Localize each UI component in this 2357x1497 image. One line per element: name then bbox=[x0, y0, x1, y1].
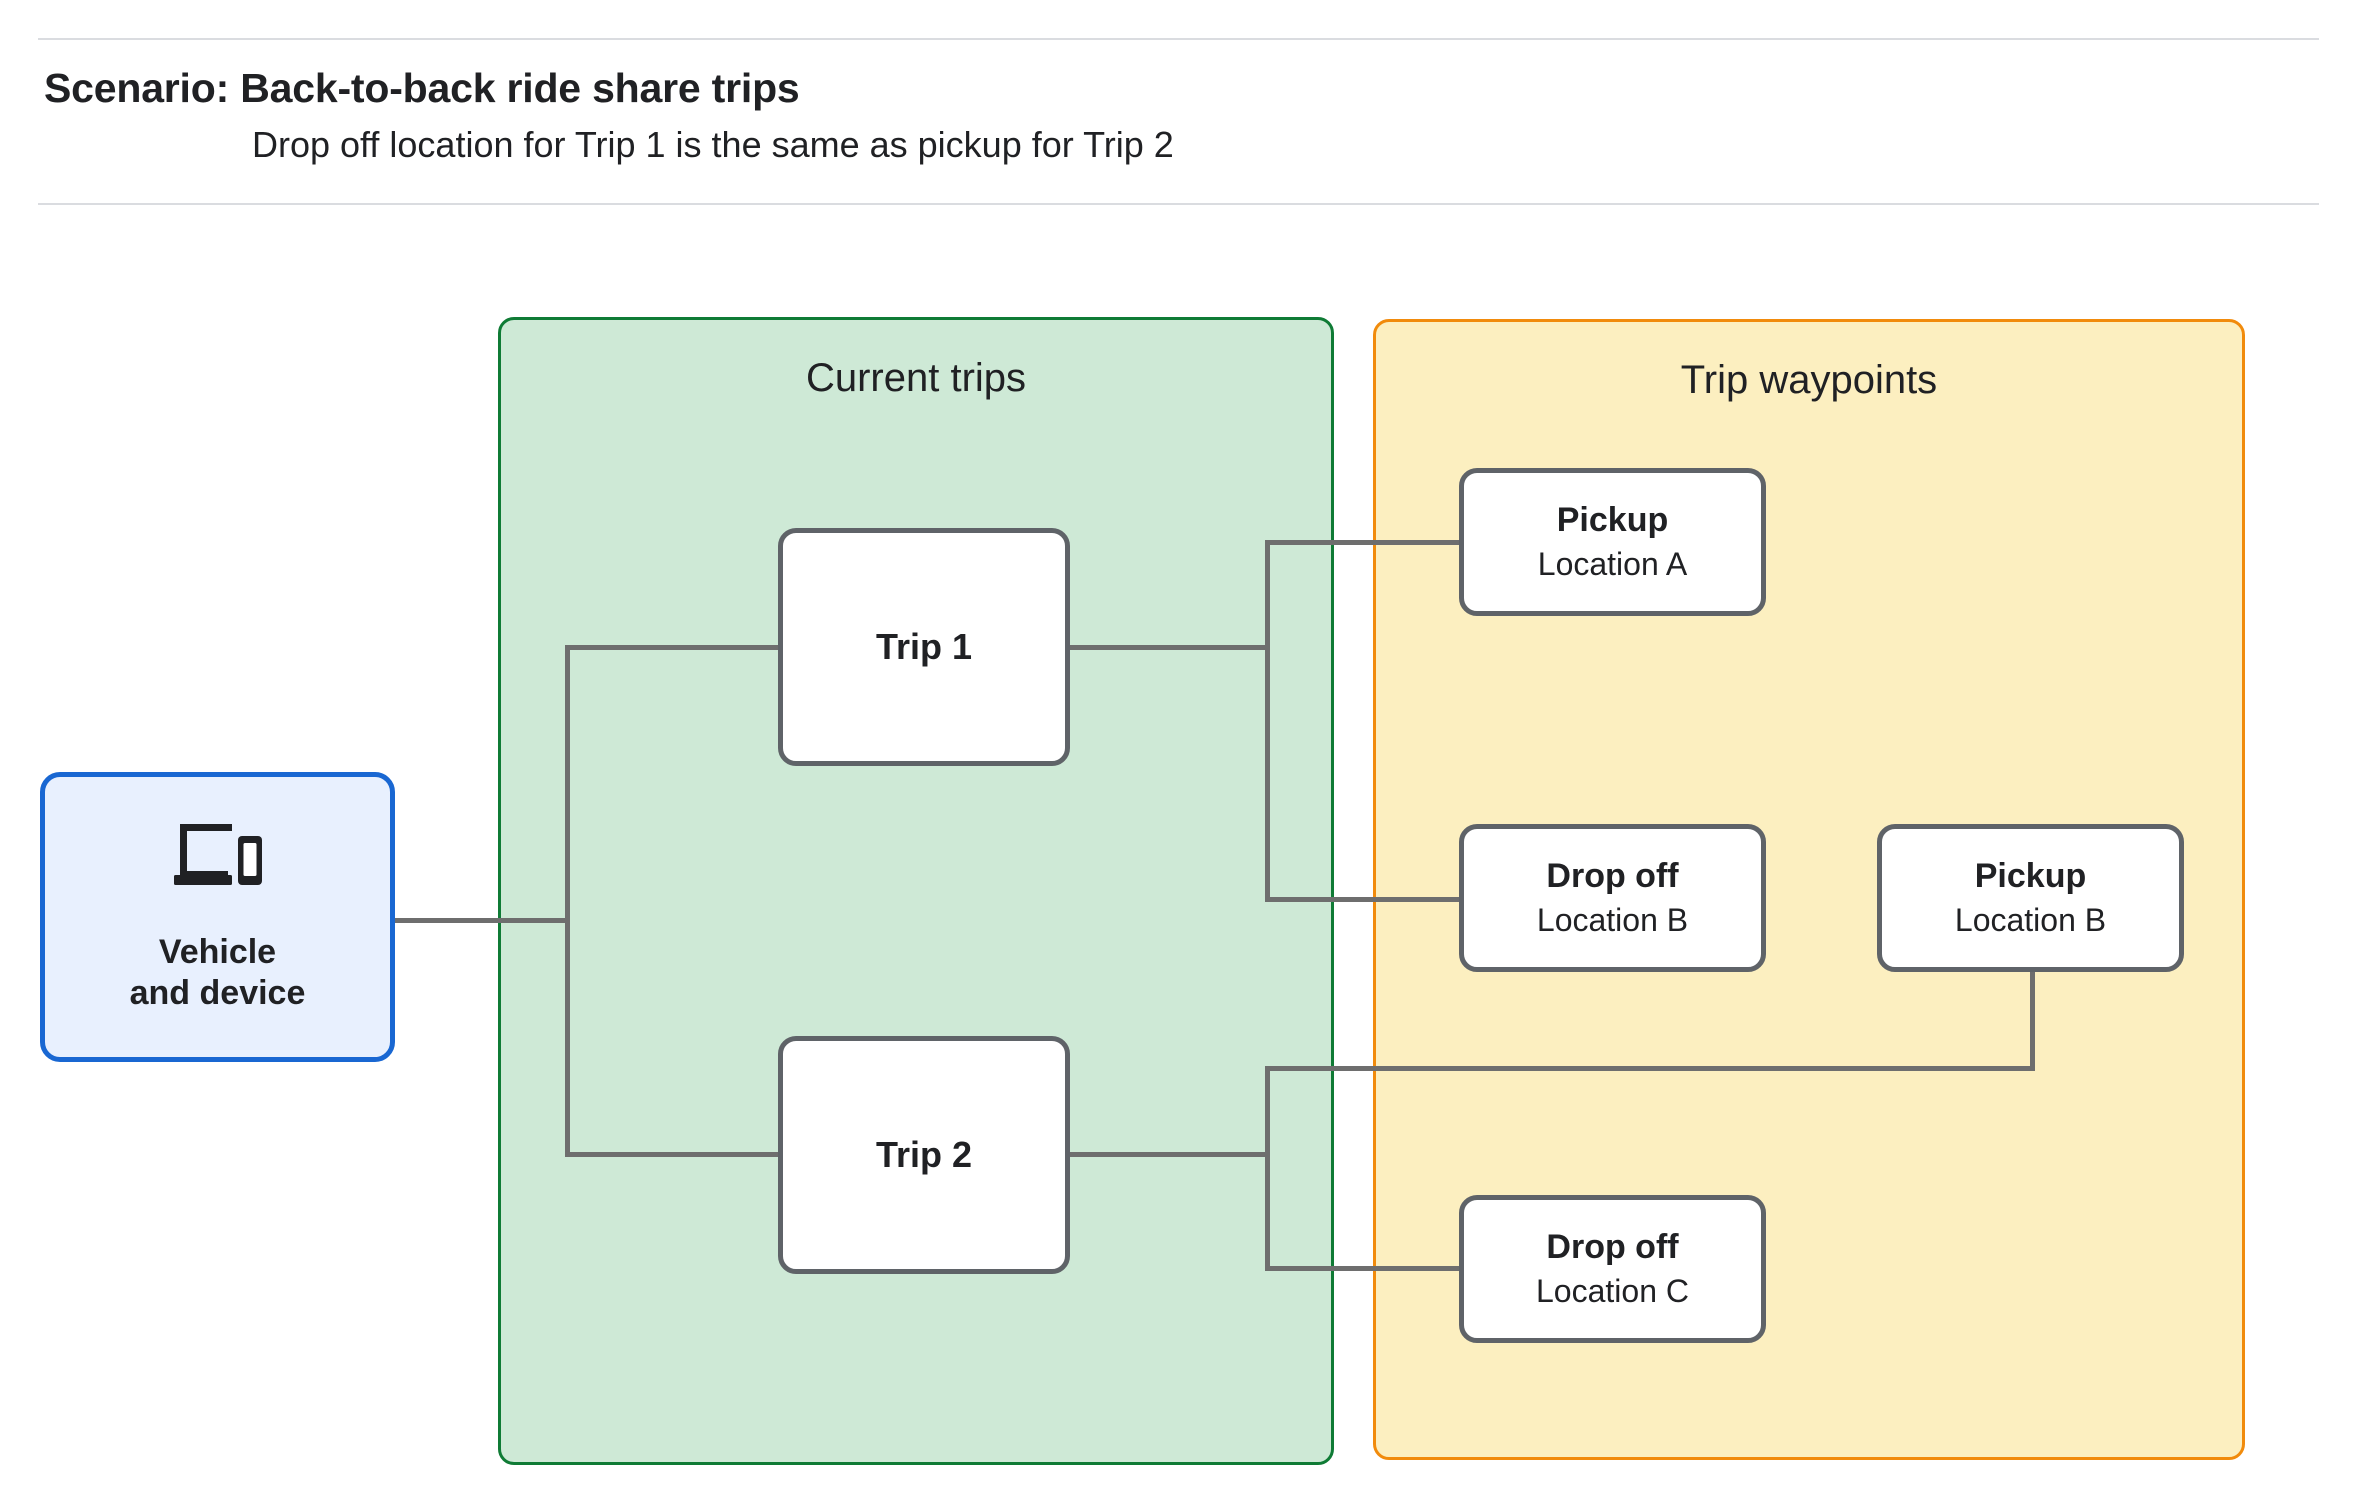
page-title: Scenario: Back-to-back ride share trips bbox=[44, 65, 800, 111]
node-vehicle-and-device-label: Vehicle and device bbox=[129, 932, 306, 1012]
connector-to-dropoff-b bbox=[1265, 897, 1464, 902]
node-pickup-b-location: Location B bbox=[1954, 902, 2107, 939]
node-pickup-a-type: Pickup bbox=[1556, 501, 1669, 540]
connector-splitter-to-trip-2 bbox=[565, 1152, 783, 1157]
header-divider-bottom bbox=[38, 203, 2319, 205]
node-dropoff-location-c[interactable]: Drop off Location C bbox=[1459, 1195, 1766, 1343]
connector-trip-splitter bbox=[565, 645, 570, 1157]
node-dropoff-c-location: Location C bbox=[1536, 1273, 1689, 1310]
connector-to-pickup-b bbox=[1265, 1066, 2035, 1071]
node-pickup-a-location: Location A bbox=[1537, 546, 1688, 583]
connector-splitter-to-trip-1 bbox=[565, 645, 783, 650]
node-dropoff-location-b[interactable]: Drop off Location B bbox=[1459, 824, 1766, 972]
connector-trip-1-waypoint-splitter bbox=[1265, 540, 1270, 902]
connector-trip-2-to-waypoint-splitter bbox=[1065, 1152, 1270, 1157]
connector-pickup-b-drop bbox=[2030, 970, 2035, 1071]
node-dropoff-c-type: Drop off bbox=[1546, 1228, 1679, 1267]
connector-vehicle-to-splitter bbox=[395, 918, 570, 923]
node-pickup-b-type: Pickup bbox=[1974, 857, 2087, 896]
devices-icon bbox=[173, 823, 262, 885]
node-trip-2[interactable]: Trip 2 bbox=[778, 1036, 1070, 1274]
node-trip-1-label: Trip 1 bbox=[875, 626, 973, 668]
node-vehicle-and-device[interactable]: Vehicle and device bbox=[40, 772, 395, 1062]
node-trip-1[interactable]: Trip 1 bbox=[778, 528, 1070, 766]
group-current-trips-title: Current trips bbox=[805, 356, 1027, 400]
node-pickup-location-b[interactable]: Pickup Location B bbox=[1877, 824, 2184, 972]
group-trip-waypoints-title: Trip waypoints bbox=[1680, 358, 1938, 402]
node-dropoff-b-type: Drop off bbox=[1546, 857, 1679, 896]
connector-to-pickup-a bbox=[1265, 540, 1464, 545]
node-trip-2-label: Trip 2 bbox=[875, 1134, 973, 1176]
group-current-trips: Current trips bbox=[498, 317, 1334, 1465]
page-subtitle: Drop off location for Trip 1 is the same… bbox=[252, 124, 1174, 165]
node-dropoff-b-location: Location B bbox=[1536, 902, 1689, 939]
connector-to-dropoff-c bbox=[1265, 1266, 1464, 1271]
connector-trip-1-to-waypoint-splitter bbox=[1065, 645, 1270, 650]
connector-trip-2-waypoint-splitter bbox=[1265, 1066, 1270, 1271]
header-divider-top bbox=[38, 38, 2319, 40]
node-pickup-location-a[interactable]: Pickup Location A bbox=[1459, 468, 1766, 616]
